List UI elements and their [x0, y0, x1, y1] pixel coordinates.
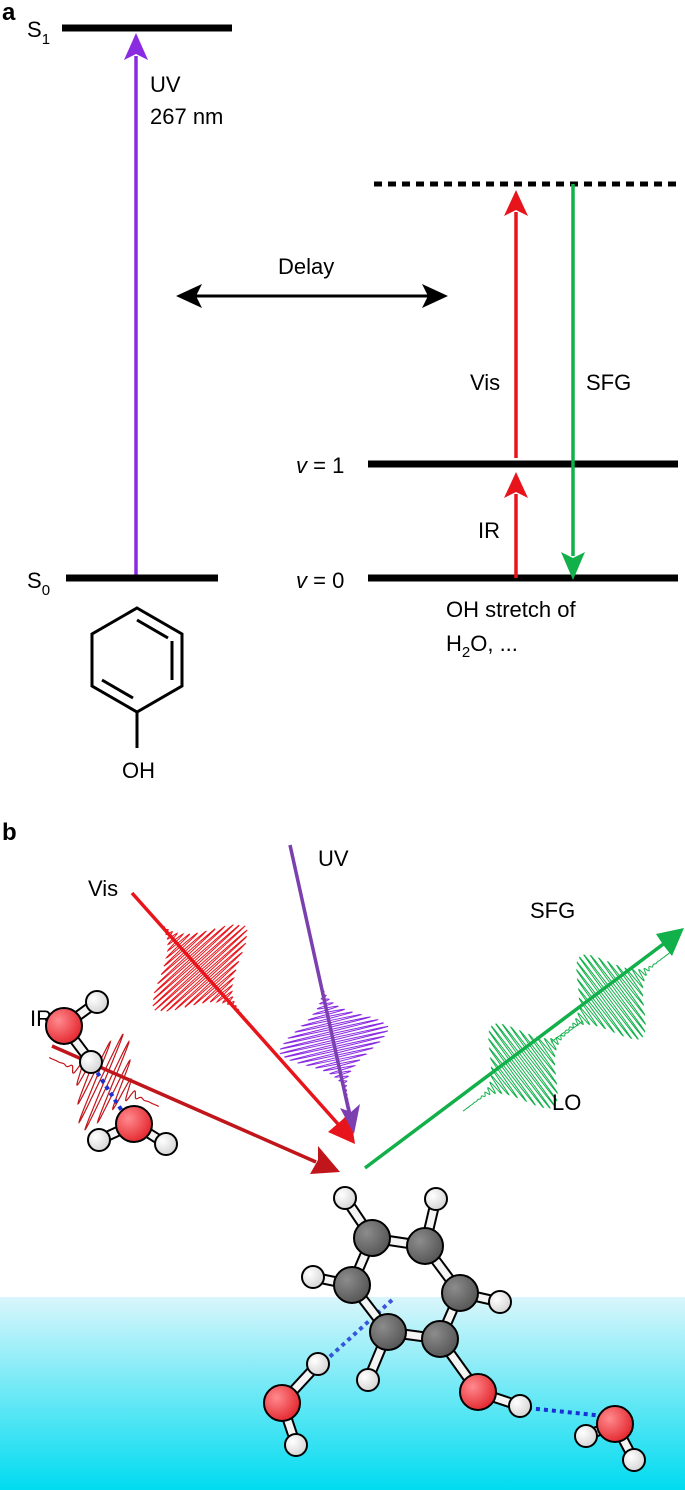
hydrogen-atom-ring-6 [301, 1265, 325, 1289]
h2o-label: H2O, ... [446, 631, 518, 661]
hydrogen-atom-w4a [574, 1424, 598, 1448]
hbond-w1-w2 [91, 1064, 126, 1116]
inner-double-bond-bottom [101, 678, 134, 700]
s1-label: S1 [27, 17, 50, 48]
ir-beam-arrowhead-icon [310, 1146, 340, 1174]
panel-a: a S1 UV 267 nm S0 Delay v = 1 v = 0 IR V [2, 0, 682, 783]
delay-label: Delay [278, 254, 334, 279]
lo-wave-packet [462, 1020, 584, 1112]
phenol-structure [90, 606, 184, 748]
panel-b-label: b [2, 819, 17, 846]
panel-a-label: a [2, 0, 16, 26]
uv-beam-arrowhead-icon [340, 1104, 360, 1134]
sfg-beam [363, 940, 668, 1170]
phenol-oh-label: OH [122, 758, 155, 783]
vis-label-a: Vis [470, 370, 500, 395]
delay-right-arrowhead-icon [422, 284, 448, 308]
uv-wavelength-label: 267 nm [150, 104, 223, 129]
hydrogen-atom-w1a [85, 990, 109, 1014]
panel-b: b Vis UV IR SFG LO [0, 819, 685, 1490]
sfg-wave-packet [550, 951, 672, 1043]
hydrogen-atom-ring-1 [333, 1186, 357, 1210]
uv-beam [288, 844, 351, 1113]
molecules [45, 990, 646, 1472]
hydrogen-atom-ring-5 [356, 1368, 380, 1392]
carbon-atom-6 [333, 1266, 371, 1304]
oxygen-atom-w3 [263, 1384, 301, 1422]
oxygen-atom-w4 [596, 1405, 634, 1443]
ir-label-a: IR [478, 518, 500, 543]
carbon-atom-5 [369, 1313, 407, 1351]
hydrogen-atom-w3a [306, 1352, 330, 1376]
oxygen-atom-w1 [45, 1007, 83, 1045]
vis-beam [130, 891, 340, 1126]
v1-label: v = 1 [296, 453, 344, 478]
oh-stretch-label: OH stretch of [446, 597, 576, 622]
hydrogen-atom-ring-3 [488, 1290, 512, 1314]
carbon-atom-3 [441, 1274, 479, 1312]
hydrogen-atom-w4b [622, 1448, 646, 1472]
vis-arrowhead-icon [504, 190, 528, 216]
delay-left-arrowhead-icon [176, 284, 202, 308]
carbon-atom-4 [421, 1320, 459, 1358]
inner-double-bond-top [136, 618, 169, 640]
hydrogen-atom-hydroxyl [508, 1394, 532, 1418]
hydrogen-atom-w3b [284, 1433, 308, 1457]
sfg-label-a: SFG [586, 370, 631, 395]
hydrogen-atom-w2b [154, 1132, 178, 1156]
carbon-atom-2 [406, 1227, 444, 1265]
carbon-atom-1 [353, 1219, 391, 1257]
uv-arrowhead-icon [124, 33, 148, 60]
benzene-ring [90, 606, 184, 714]
hydrogen-atom-ring-2 [424, 1187, 448, 1211]
lo-label-b: LO [552, 1090, 581, 1115]
s0-label: S0 [27, 568, 50, 599]
sfg-arrowhead-icon [561, 552, 585, 580]
sfg-label-b: SFG [530, 898, 575, 923]
water-surface [0, 1297, 685, 1490]
oxygen-atom-hydroxyl [459, 1373, 497, 1411]
uv-label-b: UV [318, 846, 349, 871]
vis-label-b: Vis [88, 876, 118, 901]
oxygen-atom-w2 [115, 1105, 153, 1143]
hydrogen-atom-w1b [79, 1050, 103, 1074]
ir-arrowhead-icon [504, 472, 528, 498]
v0-label: v = 0 [296, 568, 344, 593]
hydrogen-atom-w2a [87, 1128, 111, 1152]
sfg-beam-arrowhead-icon [656, 928, 684, 956]
uv-label: UV [150, 72, 181, 97]
